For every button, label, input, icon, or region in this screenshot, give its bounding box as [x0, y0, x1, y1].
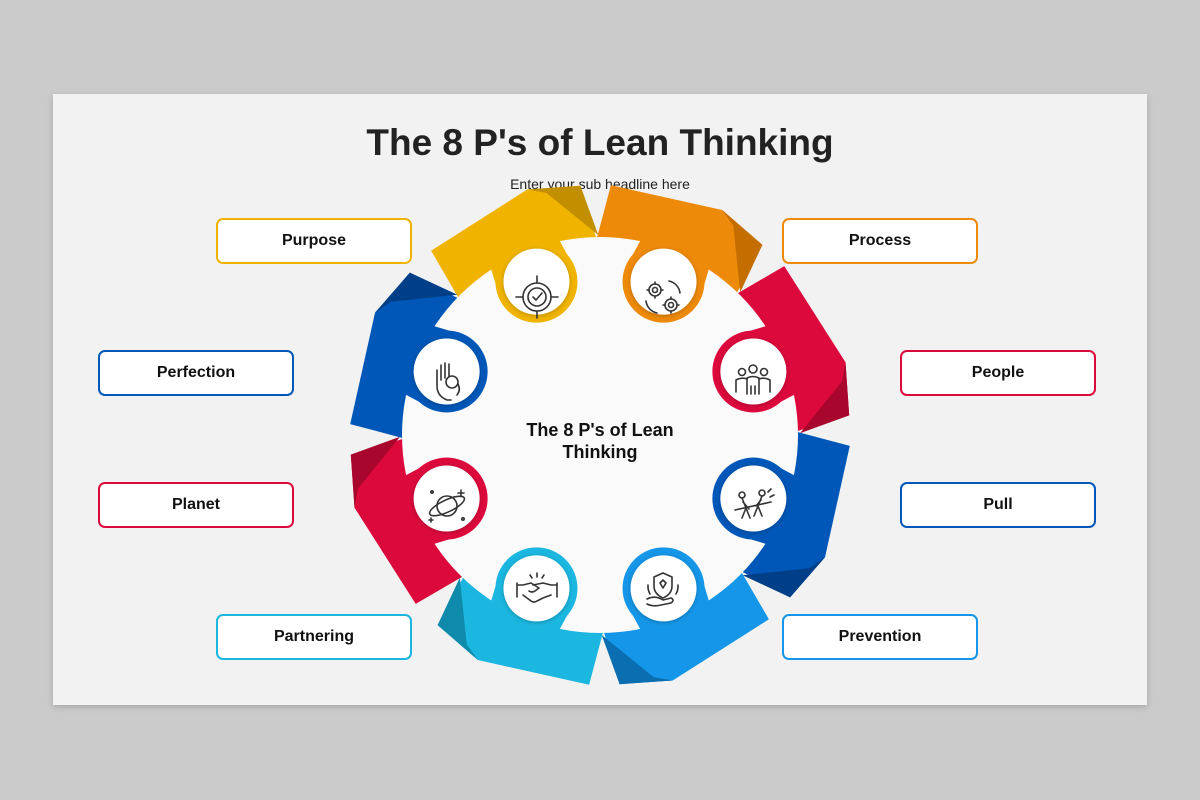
label-box-prevention: Prevention	[782, 614, 978, 660]
center-circle	[402, 237, 798, 633]
wheel-segment-fold	[722, 210, 763, 293]
page-title: The 8 P's of Lean Thinking	[366, 122, 834, 163]
badge-inner	[720, 465, 787, 532]
lean-wheel	[350, 185, 850, 685]
people-group-icon	[735, 364, 771, 395]
icon-badge	[712, 457, 822, 553]
target-check-icon	[515, 275, 559, 319]
wheel-segment-fold	[437, 577, 478, 660]
planet-icon	[428, 489, 466, 523]
badge-inner	[630, 248, 697, 315]
slide: The 8 P's of Lean Thinking Enter your su…	[53, 94, 1147, 705]
wheel-segment-fold	[350, 436, 400, 508]
wheel-segment-fold	[375, 272, 458, 313]
gears-cycle-icon	[645, 280, 681, 314]
label-text: Partnering	[273, 628, 354, 645]
label-text: Perfection	[156, 364, 236, 381]
icon-badge	[712, 317, 822, 413]
center-title: The 8 P's of Lean Thinking	[526, 420, 674, 462]
wheel-segment-fold	[742, 557, 825, 598]
badge-inner	[413, 338, 480, 405]
shield-hand-icon	[646, 572, 679, 607]
icon-badge	[622, 213, 718, 323]
label-box-partnering: Partnering	[216, 614, 412, 660]
badge-inner	[413, 465, 480, 532]
label-box-purpose: Purpose	[216, 218, 412, 264]
wheel-segment-fold	[601, 635, 673, 685]
label-box-process: Process	[782, 218, 978, 264]
badge-inner	[503, 555, 570, 622]
label-box-people: People	[900, 350, 1096, 396]
label-text: People	[971, 364, 1025, 381]
icon-badge	[378, 457, 488, 553]
label-box-planet: Planet	[98, 482, 294, 528]
label-text: Planet	[171, 496, 220, 513]
icon-badge	[378, 317, 488, 413]
badge-inner	[720, 338, 787, 405]
handshake-icon	[516, 572, 558, 603]
label-box-perfection: Perfection	[98, 350, 294, 396]
wheel-segment-fold	[800, 362, 850, 434]
label-text: Pull	[983, 496, 1013, 513]
tug-of-war-icon	[734, 488, 775, 519]
icon-badge	[482, 547, 578, 657]
ok-hand-icon	[436, 362, 461, 401]
wheel-segment-fold	[527, 185, 599, 235]
label-text: Prevention	[838, 628, 922, 645]
label-text: Process	[848, 232, 912, 249]
label-box-pull: Pull	[900, 482, 1096, 528]
label-text: Purpose	[281, 232, 346, 249]
